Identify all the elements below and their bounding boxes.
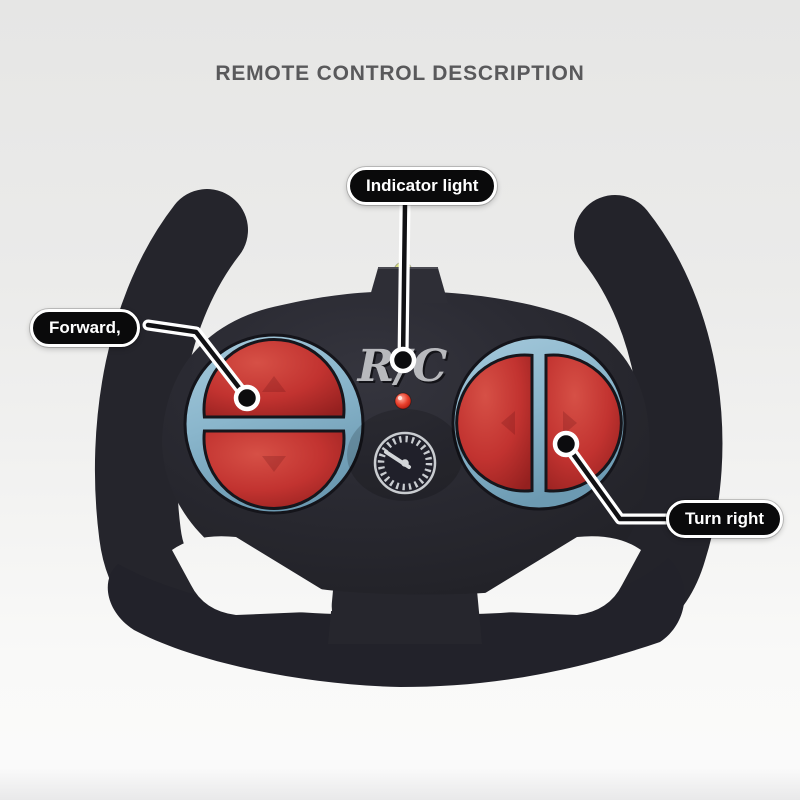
gauge-hub xyxy=(401,459,409,467)
callout-forward: Forward, xyxy=(30,309,140,347)
indicator-led xyxy=(394,392,412,410)
indicator-led-highlight xyxy=(397,395,403,401)
indicator-callout-line xyxy=(400,201,408,363)
callout-indicator-light: Indicator light xyxy=(347,167,498,205)
forward-callout-dot xyxy=(233,384,261,412)
page-title: REMOTE CONTROL DESCRIPTION xyxy=(215,62,585,85)
backward-button xyxy=(202,429,346,510)
right-cutout xyxy=(481,536,641,615)
forward-callout-line xyxy=(145,322,250,401)
turnright-callout-line xyxy=(563,441,675,522)
callout-turn-right: Turn right xyxy=(666,500,783,538)
right-arrow-mark xyxy=(563,411,577,435)
gauge-ticks xyxy=(377,435,433,491)
indicator-callout-dot xyxy=(389,346,417,374)
left-arrow-mark xyxy=(501,411,515,435)
gauge-icon xyxy=(373,431,437,495)
turn-left-button xyxy=(455,353,534,493)
up-arrow-mark xyxy=(262,376,286,392)
turnright-callout-dot xyxy=(552,430,580,458)
left-cutout xyxy=(172,536,332,615)
down-arrow-mark xyxy=(262,456,286,472)
